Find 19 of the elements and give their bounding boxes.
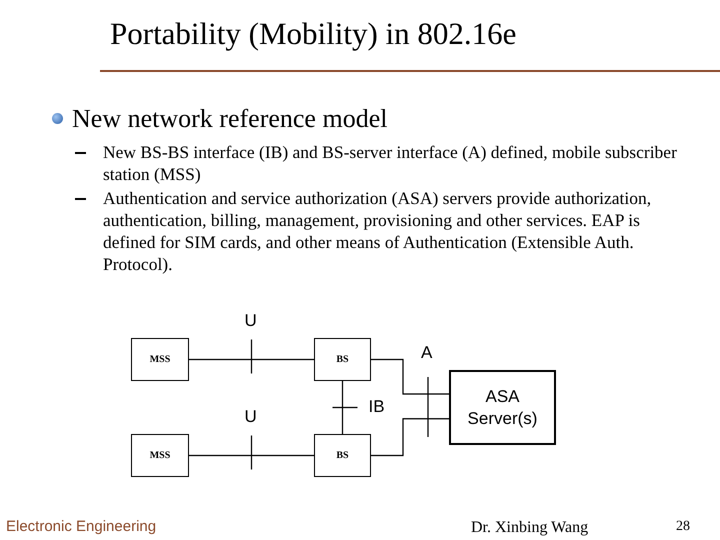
node-box: BS: [314, 434, 371, 477]
slide-title: Portability (Mobility) in 802.16e: [110, 16, 516, 52]
node-box: ASA Server(s): [449, 370, 556, 445]
connector-line: [189, 454, 314, 456]
edge-label: U: [244, 312, 257, 330]
connector-line: [371, 358, 449, 395]
node-box: MSS: [131, 434, 189, 477]
connector-line: [371, 418, 449, 456]
sub-bullet-text: New BS-BS interface (IB) and BS-server interface (A) defined, mobile subscriber station (MSS): [103, 141, 678, 185]
connector-line: [189, 358, 314, 360]
footer-text: Electronic Engineering: [6, 518, 156, 535]
node-box: MSS: [131, 338, 189, 381]
author-text: Dr. Xinbing Wang: [471, 519, 588, 537]
bullet-text: New network reference model: [72, 104, 388, 134]
connector-line: [342, 381, 344, 434]
node-box: BS: [314, 338, 371, 381]
sub-bullet-text: Authentication and service authorization (ASA) servers provide authorization, authentication, billing, management, provisioning and other services. EAP is defined for SIM cards, and other means of Authentication (Extensible Auth. Protocol).: [103, 187, 652, 275]
edge-label: U: [244, 408, 257, 426]
page-number: 28: [676, 519, 690, 535]
